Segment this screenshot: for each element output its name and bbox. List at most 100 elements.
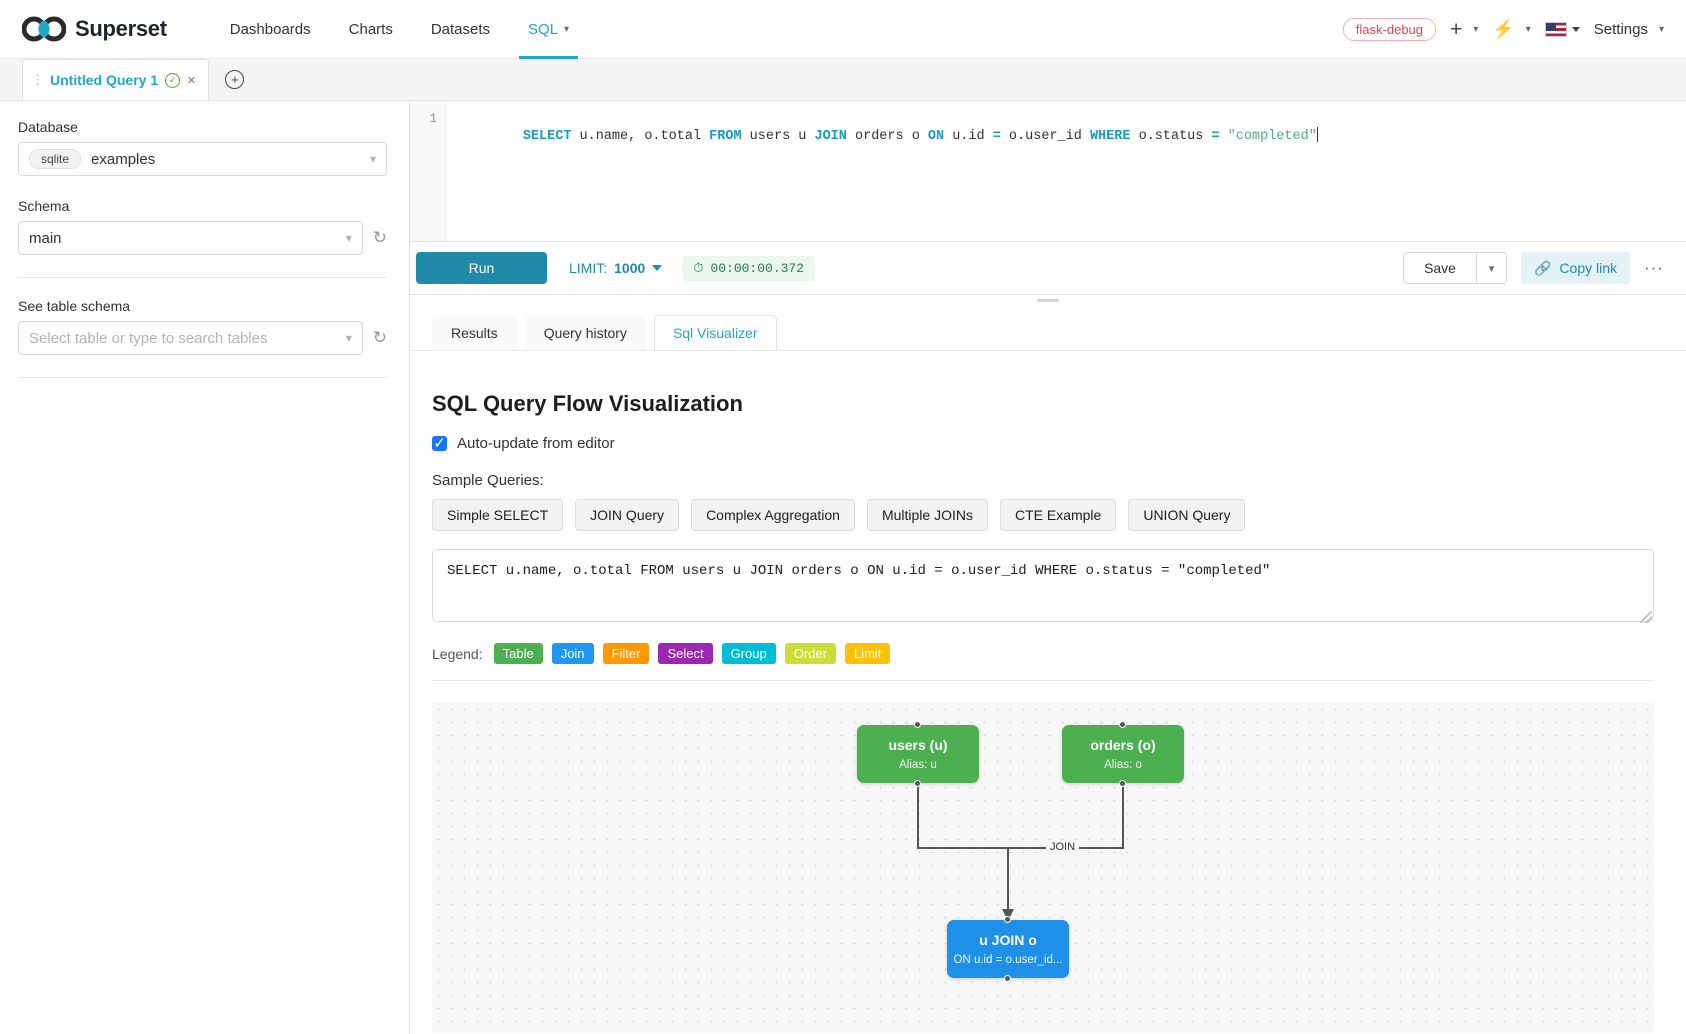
node-subtitle: ON u.id = o.user_id...	[953, 954, 1063, 966]
tab-label: Results	[451, 325, 498, 341]
tab-sql-visualizer[interactable]: Sql Visualizer	[653, 315, 777, 350]
add-query-tab-button[interactable]: +	[208, 59, 261, 100]
diagram-edges	[917, 783, 1124, 921]
diagram-node-orders[interactable]: orders (o) Alias: o	[1062, 721, 1184, 787]
nav-links: Dashboards Charts Datasets SQL ▾	[211, 0, 588, 59]
panel-resize-handle[interactable]	[410, 295, 1686, 305]
toolbar-right: Save ▾ 🔗 Copy link ···	[1403, 252, 1664, 284]
language-selector[interactable]	[1544, 21, 1580, 37]
auto-update-checkbox[interactable]: ✓	[432, 435, 447, 452]
legend-chip-limit: Limit	[844, 643, 891, 664]
sql-editor[interactable]: 1 SELECT u.name, o.total FROM users u JO…	[410, 101, 1686, 242]
tabs-divider	[410, 350, 1686, 351]
clock-icon: ⏱	[693, 260, 704, 276]
legend-label: Legend:	[432, 645, 483, 662]
limit-dropdown[interactable]: LIMIT: 1000	[569, 260, 663, 276]
superset-logo-icon	[22, 16, 66, 42]
resize-grip-icon[interactable]	[1640, 611, 1652, 623]
save-button[interactable]: Save	[1403, 252, 1477, 284]
nav-link-datasets[interactable]: Datasets	[412, 0, 509, 59]
nav-link-dashboards[interactable]: Dashboards	[211, 0, 330, 59]
diagram-canvas[interactable]: JOIN users (u) Alias: u orders (o) Alias…	[432, 703, 1654, 1033]
page-title: SQL Query Flow Visualization	[432, 391, 743, 416]
refresh-tables-icon[interactable]: ↻	[372, 328, 387, 347]
nav-link-label: SQL	[528, 20, 559, 38]
editor-code[interactable]: SELECT u.name, o.total FROM users u JOIN…	[522, 127, 1318, 144]
legend-chip-join: Join	[551, 643, 594, 664]
tab-results[interactable]: Results	[432, 315, 517, 350]
sample-button-cte-example[interactable]: CTE Example	[999, 499, 1117, 531]
node-port-top	[913, 721, 921, 728]
caret-down-icon	[652, 265, 663, 271]
brand-name: Superset	[75, 16, 167, 41]
refresh-schema-icon[interactable]: ↻	[372, 228, 387, 247]
settings-menu[interactable]: Settings ▾	[1594, 21, 1664, 38]
chevron-down-icon: ▾	[1525, 23, 1531, 35]
right-panel: 1 SELECT u.name, o.total FROM users u JO…	[410, 101, 1686, 1034]
node-title: users (u)	[888, 737, 948, 753]
link-icon: 🔗	[1533, 259, 1552, 276]
query-timer: ⏱ 00:00:00.372	[682, 255, 816, 281]
tab-query-history[interactable]: Query history	[524, 315, 646, 350]
more-options-icon[interactable]: ···	[1644, 258, 1664, 277]
auto-update-row[interactable]: ✓ Auto-update from editor	[432, 435, 1654, 452]
sql-input[interactable]	[432, 549, 1654, 622]
brand-logo-group[interactable]: Superset	[22, 16, 167, 42]
schema-row: main ▾ ↻	[18, 221, 387, 255]
chevron-down-icon: ▾	[369, 152, 376, 166]
bolt-menu-button[interactable]: ⚡ ▾	[1492, 20, 1530, 38]
new-menu-button[interactable]: + ▾	[1450, 19, 1478, 40]
database-select[interactable]: sqlite examples ▾	[18, 142, 387, 176]
limit-value: 1000	[614, 260, 646, 276]
table-select[interactable]: Select table or type to search tables ▾	[18, 321, 363, 355]
workspace: Database sqlite examples ▾ Schema main ▾…	[0, 101, 1686, 1034]
result-tabs: Results Query history Sql Visualizer	[410, 305, 1686, 350]
node-port-top	[1003, 916, 1011, 923]
node-port-bottom	[1118, 780, 1126, 787]
sample-queries-label: Sample Queries:	[432, 472, 544, 489]
node-port-top	[1118, 721, 1126, 728]
schema-select[interactable]: main ▾	[18, 221, 363, 255]
sample-button-join-query[interactable]: JOIN Query	[575, 499, 680, 531]
caret-down-icon	[1571, 26, 1580, 32]
run-button[interactable]: Run	[416, 252, 547, 284]
save-dropdown-button[interactable]: ▾	[1476, 252, 1507, 284]
nav-link-sql[interactable]: SQL ▾	[509, 0, 588, 59]
database-label: Database	[18, 119, 78, 135]
query-tab-bar: ⋮ Untitled Query 1 ✓ × +	[0, 59, 1686, 101]
line-number: 1	[429, 112, 437, 126]
nav-link-charts[interactable]: Charts	[330, 0, 412, 59]
navbar-right: flask-debug + ▾ ⚡ ▾ Settings ▾	[1342, 17, 1664, 41]
close-icon[interactable]: ×	[187, 71, 196, 89]
limit-prefix: LIMIT:	[569, 260, 608, 276]
tab-label: Query history	[543, 325, 627, 341]
tab-label: Sql Visualizer	[672, 325, 758, 341]
edge-label-join: JOIN	[1046, 840, 1080, 854]
save-group: Save ▾	[1403, 252, 1507, 284]
diagram-node-join[interactable]: u JOIN o ON u.id = o.user_id...	[947, 916, 1069, 982]
top-navbar: Superset Dashboards Charts Datasets SQL …	[0, 0, 1686, 59]
check-circle-icon: ✓	[165, 72, 181, 88]
node-port-bottom	[913, 780, 921, 787]
legend-chip-select: Select	[658, 643, 713, 664]
node-title: orders (o)	[1090, 737, 1156, 753]
chevron-down-icon: ▾	[345, 331, 352, 345]
sample-button-union-query[interactable]: UNION Query	[1128, 499, 1246, 531]
chevron-down-icon: ▾	[1488, 262, 1495, 275]
panel-divider	[18, 277, 387, 278]
node-subtitle: Alias: o	[1104, 759, 1142, 771]
plus-icon: +	[1450, 17, 1463, 41]
diagram-node-users[interactable]: users (u) Alias: u	[857, 721, 979, 787]
sample-button-complex-aggregation[interactable]: Complex Aggregation	[691, 499, 855, 531]
chevron-down-icon: ▾	[345, 231, 352, 245]
copy-link-label: Copy link	[1559, 260, 1618, 276]
drag-handle-icon[interactable]: ⋮	[31, 72, 44, 87]
legend-chip-filter: Filter	[602, 643, 650, 664]
sample-button-simple-select[interactable]: Simple SELECT	[432, 499, 564, 531]
timer-value: 00:00:00.372	[710, 260, 805, 276]
query-tab-untitled-query-1[interactable]: ⋮ Untitled Query 1 ✓ ×	[22, 59, 209, 100]
database-select-value: examples	[91, 150, 156, 168]
copy-link-button[interactable]: 🔗 Copy link	[1520, 252, 1631, 284]
us-flag-icon	[1544, 21, 1567, 37]
sample-button-multiple-joins[interactable]: Multiple JOINs	[866, 499, 988, 531]
